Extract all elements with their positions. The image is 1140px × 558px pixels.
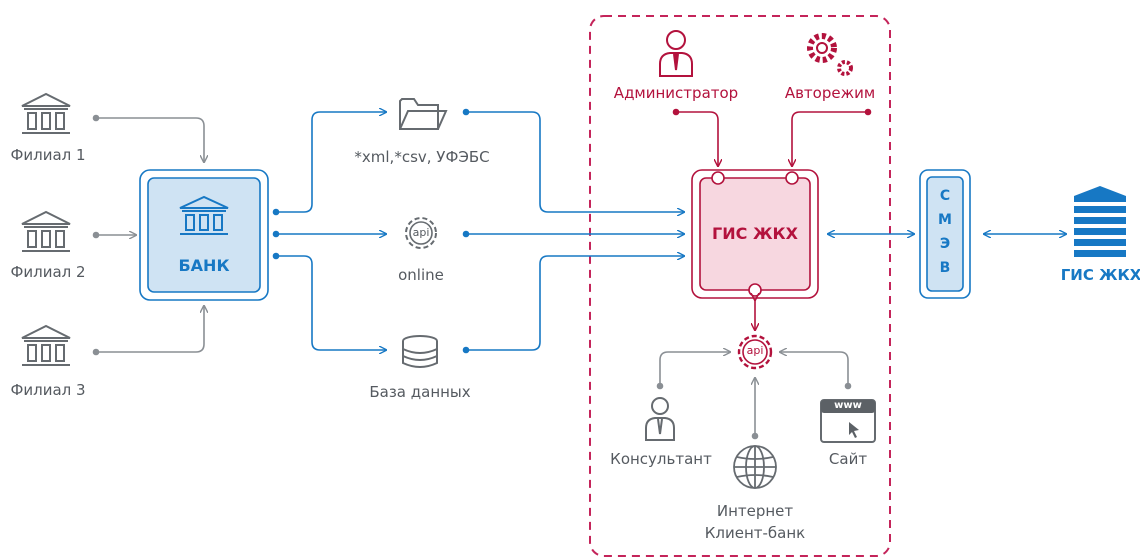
bank-channel-connectors — [272, 112, 387, 350]
api-gear-icon — [737, 334, 773, 370]
gis-panel-frame — [589, 15, 891, 557]
gis-center-box — [691, 169, 819, 299]
folder-icon — [399, 98, 448, 130]
www-badge-label: www — [834, 400, 862, 411]
consultant-label: Консультант — [610, 450, 712, 468]
gis-center-label: ГИС ЖКХ — [712, 224, 798, 243]
bank-building-icon — [21, 92, 71, 134]
branch-2-label: Филиал 2 — [10, 263, 86, 281]
administrator-label: Администратор — [613, 84, 739, 102]
client-bank-label: Клиент-банк — [704, 524, 806, 542]
smev-letter: Э — [939, 236, 951, 252]
globe-icon — [733, 445, 777, 489]
gis-api-badge-label: api — [746, 344, 764, 357]
bank-label: БАНК — [178, 256, 230, 275]
gis-external-label: ГИС ЖКХ — [1060, 266, 1140, 284]
gis-building-icon — [1074, 186, 1126, 257]
channel-gis-connectors — [462, 108, 685, 354]
site-label: Сайт — [828, 450, 868, 468]
smev-box — [919, 169, 971, 299]
files-channel-label: *xml,*csv, УФЭБС — [354, 148, 490, 166]
branch-1-label: Филиал 1 — [10, 146, 86, 164]
bank-building-icon — [21, 210, 71, 252]
consultant-icon — [645, 397, 675, 441]
api-gear-icon — [405, 217, 437, 249]
autoregime-label: Авторежим — [784, 84, 876, 102]
online-channel-label: online — [398, 266, 444, 284]
branch-connectors — [92, 114, 205, 356]
administrator-icon — [659, 30, 693, 77]
api-badge-label: api — [412, 226, 430, 239]
smev-letter: С — [939, 188, 951, 204]
branch-3-label: Филиал 3 — [10, 381, 86, 399]
gears-icon — [807, 33, 853, 76]
database-icon — [402, 335, 438, 368]
smev-letter: В — [939, 260, 951, 276]
bank-icon — [179, 195, 229, 235]
smev-letter: М — [938, 212, 952, 228]
website-icon — [820, 399, 876, 443]
bottom-connectors — [656, 352, 852, 440]
bank-building-icon — [21, 324, 71, 366]
admin-connectors — [672, 108, 872, 167]
internet-label: Интернет — [716, 502, 794, 520]
database-channel-label: База данных — [369, 383, 471, 401]
